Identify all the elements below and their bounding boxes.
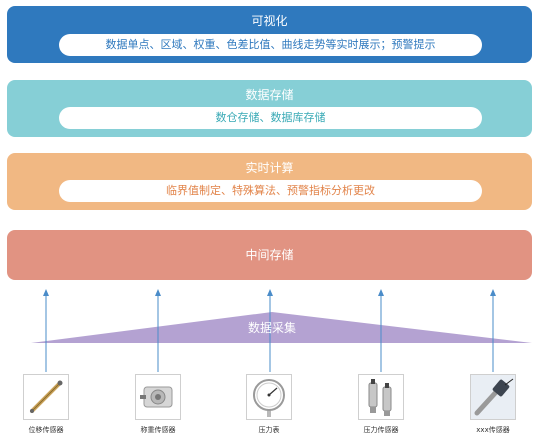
visualization-title: 可视化 [251, 14, 288, 28]
sensor-label-2: 称重传感器 [140, 426, 176, 434]
generic-sensor-icon [471, 375, 515, 419]
displacement-sensor-icon [30, 380, 63, 413]
generic-sensor [470, 374, 516, 420]
visualization-detail: 数据单点、区域、权重、色差比值、曲线走势等实时展示；预警提示 [59, 34, 482, 56]
storage-detail: 数仓存储、数据库存储 [59, 107, 482, 129]
load-cell-sensor [135, 374, 181, 420]
arrowhead-2 [155, 289, 161, 296]
sensor-label-5: xxx传感器 [476, 426, 510, 434]
sensor-label-1: 位移传感器 [28, 426, 64, 434]
load-cell-icon [140, 386, 173, 408]
arrowhead-4 [378, 289, 384, 296]
middle-storage-title: 中间存储 [245, 248, 294, 262]
sensor-label-3: 压力表 [258, 426, 280, 434]
compute-title: 实时计算 [245, 161, 294, 175]
displacement-sensor [23, 374, 69, 420]
pressure-sensor-icon [368, 379, 392, 416]
compute-detail: 临界值制定、特殊算法、预警指标分析更改 [59, 180, 482, 202]
arrowhead-3 [267, 289, 273, 296]
pressure-gauge [246, 374, 292, 420]
pressure-sensor [358, 374, 404, 420]
arrowhead-5 [490, 289, 496, 296]
storage-layer: 数据存储 数仓存储、数据库存储 [7, 80, 532, 137]
sensor-label-4: 压力传感器 [363, 426, 399, 434]
collection-title: 数据采集 [247, 321, 296, 335]
visualization-layer: 可视化 数据单点、区域、权重、色差比值、曲线走势等实时展示；预警提示 [7, 6, 532, 63]
pressure-gauge-icon [253, 379, 285, 417]
storage-title: 数据存储 [245, 88, 294, 102]
collection-triangle [31, 312, 532, 343]
compute-layer: 实时计算 临界值制定、特殊算法、预警指标分析更改 [7, 153, 532, 210]
middle-storage-layer: 中间存储 [7, 230, 532, 280]
arrowhead-1 [43, 289, 49, 296]
